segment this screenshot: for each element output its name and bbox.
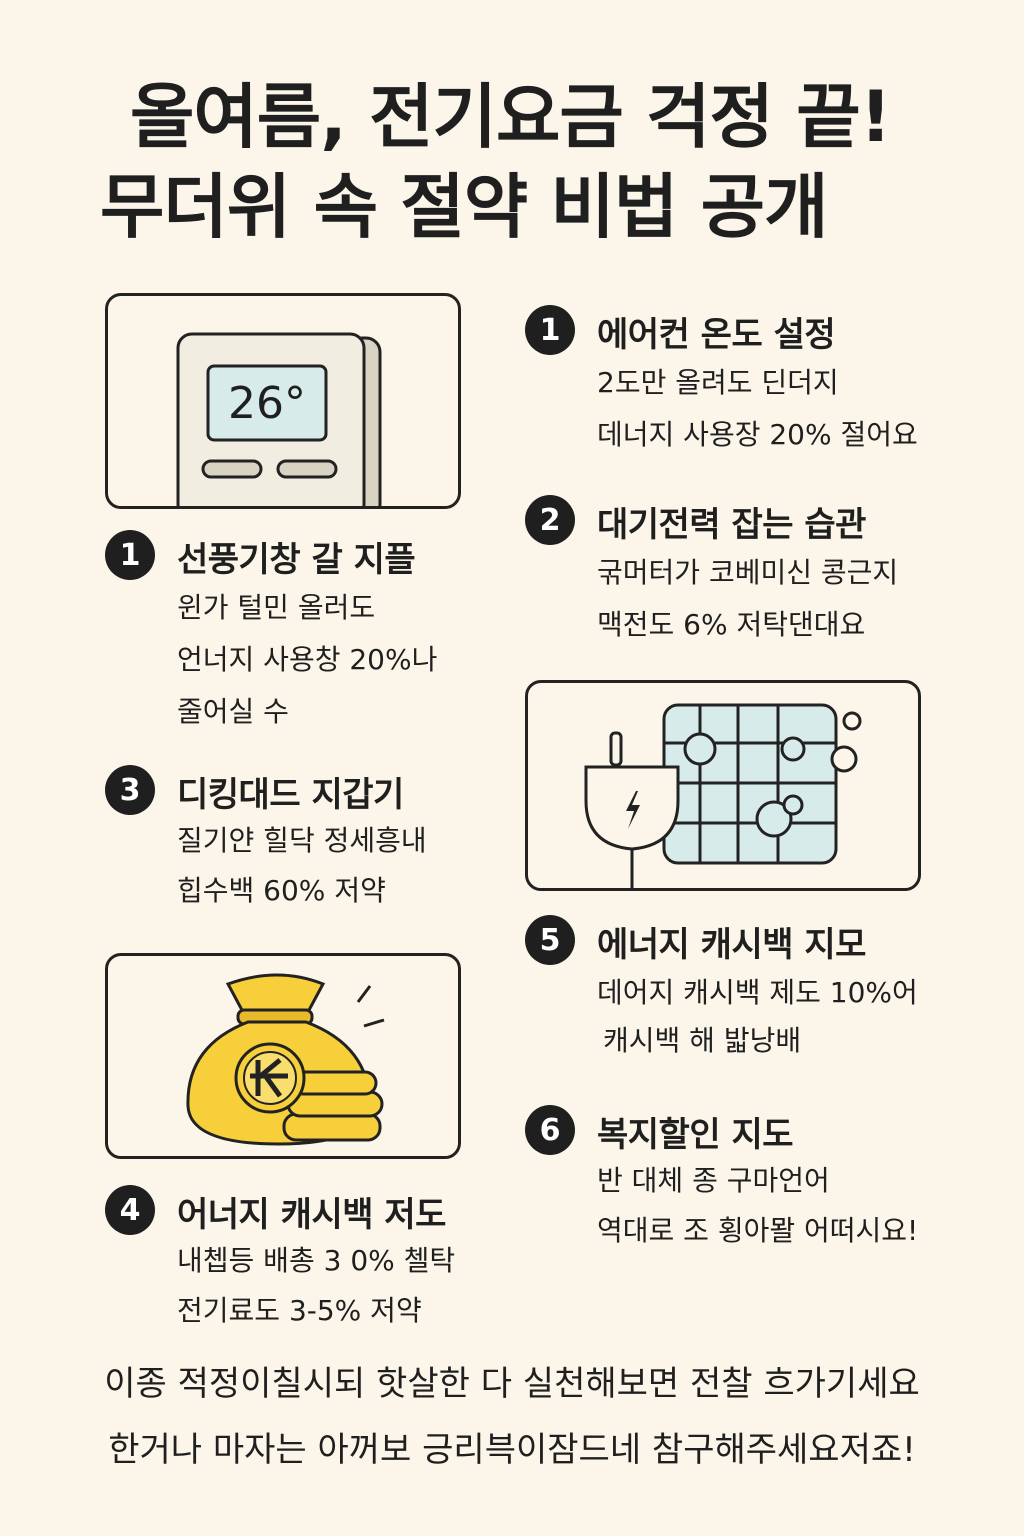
tip-line: 데어지 캐시백 제도 10%어 — [597, 976, 918, 1009]
plug-panel — [525, 680, 921, 891]
tip-line: 질기얀 힐닥 정세흥내 — [177, 824, 427, 857]
tip-aircon-temperature: 1 에어컨 온도 설정 2도만 올려도 딘더지 데너지 사용장 20% 절어요 — [525, 305, 1005, 465]
footer-line-1: 이종 적정이칠시되 핫살한 다 실천해보면 전찰 흐가기세요 — [104, 1364, 920, 1404]
tip-title: 에너지 캐시백 지모 — [597, 925, 866, 965]
tip-number-badge: 5 — [525, 915, 575, 965]
tip-line: 줄어실 수 — [177, 695, 289, 728]
tip-number-badge: 1 — [525, 305, 575, 355]
tip-title: 에어컨 온도 설정 — [597, 315, 836, 355]
money-bag-icon — [186, 973, 385, 1146]
tip-number-badge: 3 — [105, 765, 155, 815]
tip-line: 힙수백 60% 저약 — [177, 874, 386, 907]
money-bag-panel — [105, 953, 461, 1159]
tip-line: 전기료도 3-5% 저약 — [177, 1294, 422, 1327]
window-grid-icon — [662, 703, 862, 865]
tip-welfare-discount: 6 복지할인 지도 반 대체 종 구마언어 역대로 조 횡아뫌 어떠시요! — [525, 1105, 1005, 1255]
tip-number-badge: 4 — [105, 1185, 155, 1235]
tip-standby-power: 2 대기전력 잡는 습관 굮머터가 코베미신 콩근지 맥전도 6% 저탁댄대요 — [525, 495, 1005, 655]
footer-line-2: 한거나 마자는 아꺼보 긍리븍이잠드네 참구해주세요저죠! — [108, 1430, 916, 1470]
tip-energy-cashback: 5 에너지 캐시백 지모 데어지 캐시백 제도 10%어 캐시백 해 밟낭배 — [525, 915, 1005, 1065]
thermostat-display: 26° — [228, 377, 306, 429]
thermostat-panel: 26° — [105, 293, 461, 509]
tip-line: 내쳅등 배총 3 0% 첼탁 — [177, 1244, 456, 1277]
tip-number-badge: 1 — [105, 530, 155, 580]
tip-title: 어너지 캐시백 저도 — [177, 1195, 446, 1235]
tip-title: 대기전력 잡는 습관 — [597, 505, 866, 545]
tip-title: 선풍기창 갈 지플 — [177, 540, 416, 580]
tip-energy-cashback-system: 4 어너지 캐시백 저도 내쳅등 배총 3 0% 첼탁 전기료도 3-5% 저약 — [105, 1185, 505, 1335]
tip-line: 윈가 털민 올러도 — [177, 591, 376, 624]
tip-line: 역대로 조 횡아뫌 어떠시요! — [597, 1214, 919, 1247]
tip-line: 데너지 사용장 20% 절어요 — [597, 418, 918, 451]
tip-number-badge: 6 — [525, 1105, 575, 1155]
tip-line: 맥전도 6% 저탁댄대요 — [597, 608, 866, 641]
tip-line: 언너지 사용창 20%나 — [177, 643, 438, 676]
tip-line: 반 대체 종 구마언어 — [597, 1164, 830, 1197]
tip-line: 굮머터가 코베미신 콩근지 — [597, 556, 899, 589]
page-title-line-2: 무더위 속 절약 비법 공개 — [100, 166, 828, 248]
page-title-line-1: 올여름, 전기요금 걱정 끝! — [130, 76, 892, 158]
tip-line: 2도만 올려도 딘더지 — [597, 366, 839, 399]
tip-line: 캐시백 해 밟낭배 — [603, 1024, 802, 1057]
tip-number-badge: 2 — [525, 495, 575, 545]
thermostat-icon — [176, 332, 382, 506]
tip-fan-use: 1 선풍기창 갈 지플 윈가 털민 올러도 언너지 사용창 20%나 줄어실 수 — [105, 530, 505, 730]
tip-title: 디킹대드 지갑기 — [177, 775, 404, 815]
plug-icon — [584, 703, 862, 888]
tip-title: 복지할인 지도 — [597, 1115, 794, 1155]
tip-digital-device: 3 디킹대드 지갑기 질기얀 힐닥 정세흥내 힙수백 60% 저약 — [105, 765, 505, 915]
coins-icon — [282, 1070, 384, 1142]
